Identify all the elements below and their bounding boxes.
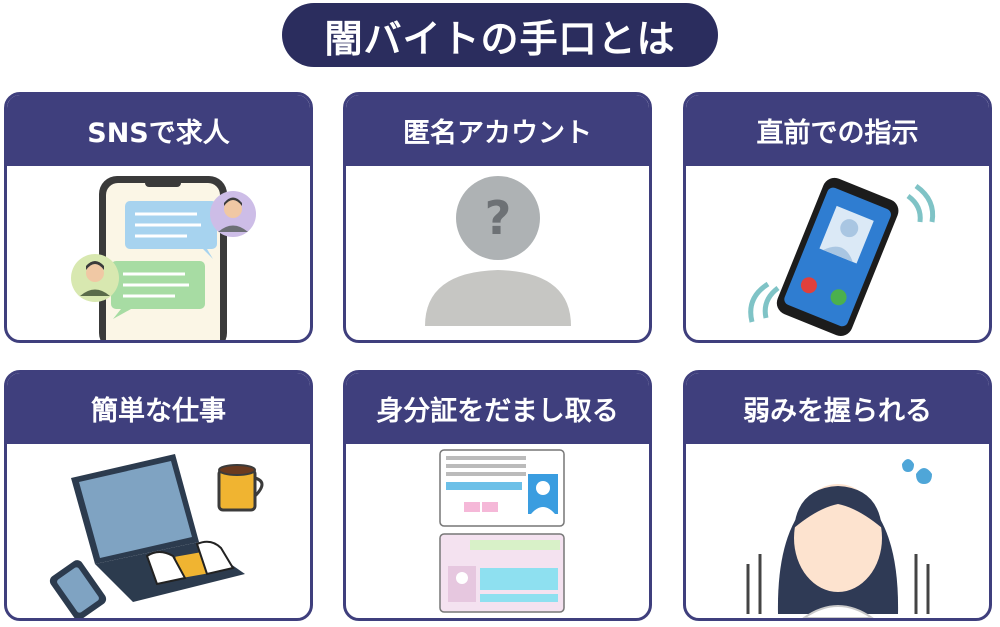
svg-text:?: ?: [485, 191, 512, 245]
card-sns-recruitment: SNSで求人: [4, 92, 313, 343]
id-cards-icon: [346, 444, 649, 618]
card-title: 匿名アカウント: [346, 95, 649, 166]
card-id-fraud: 身分証をだまし取る: [343, 370, 652, 621]
card-easy-job: 簡単な仕事: [4, 370, 313, 621]
page-title: 闇バイトの手口とは: [282, 3, 718, 67]
card-title: 弱みを握られる: [686, 373, 989, 444]
laptop-typing-icon: [7, 444, 310, 618]
anonymous-person-icon: ?: [346, 166, 649, 340]
card-title: 身分証をだまし取る: [346, 373, 649, 444]
card-anonymous-account: 匿名アカウント ?: [343, 92, 652, 343]
anxious-woman-icon: [686, 444, 989, 618]
card-title: SNSで求人: [7, 95, 310, 166]
ringing-phone-icon: [686, 166, 989, 340]
card-title: 直前での指示: [686, 95, 989, 166]
card-weakness-held: 弱みを握られる: [683, 370, 992, 621]
card-title: 簡単な仕事: [7, 373, 310, 444]
card-last-minute-instructions: 直前での指示: [683, 92, 992, 343]
smartphone-chat-icon: [7, 166, 310, 340]
